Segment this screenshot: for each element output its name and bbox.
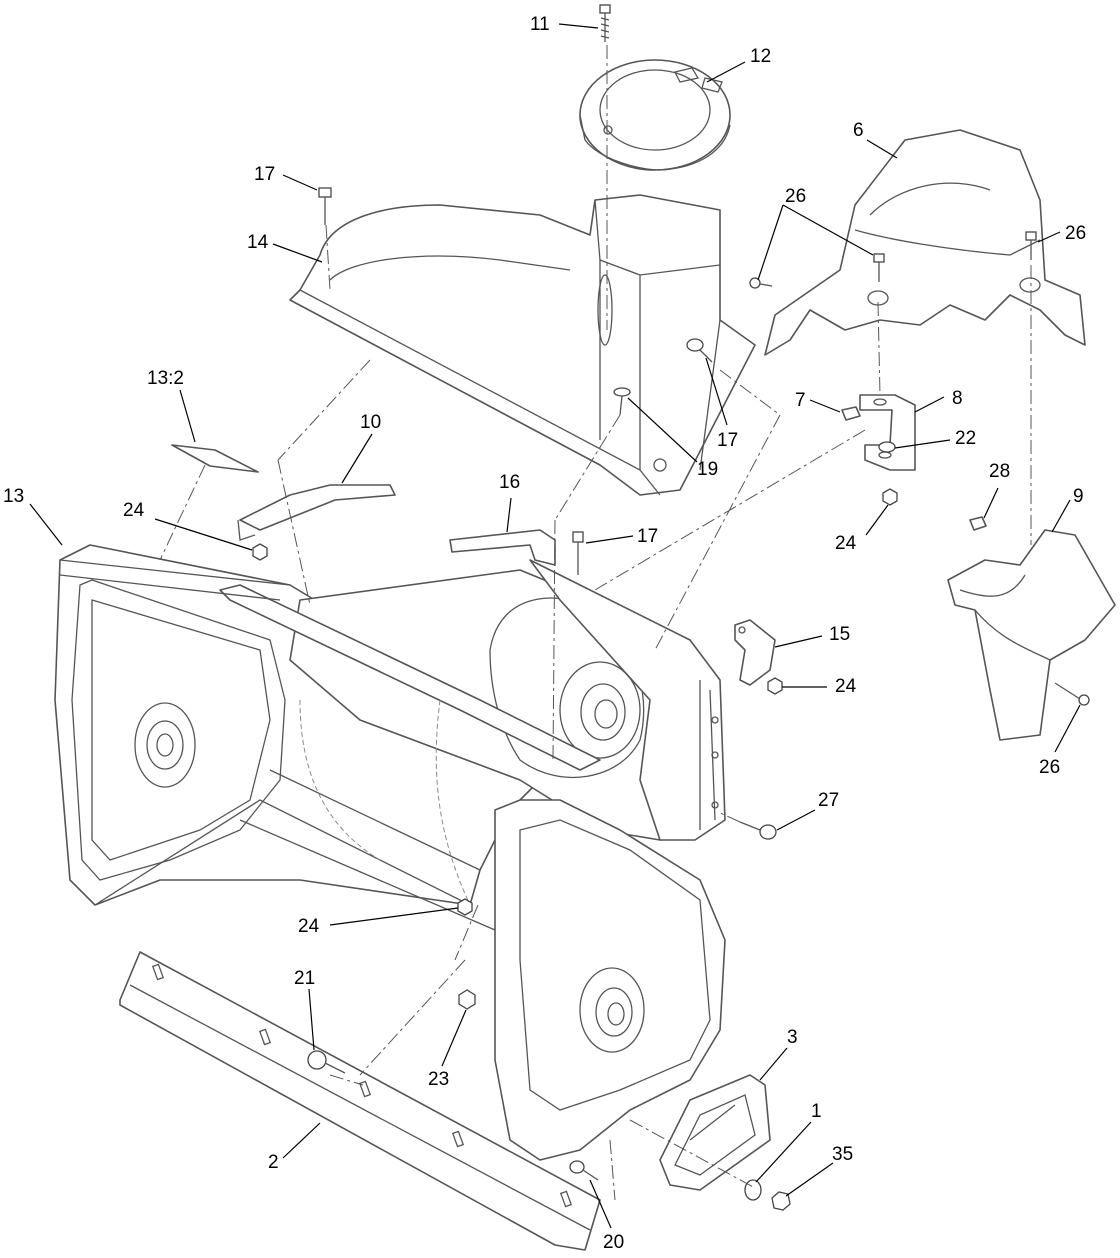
- callout-27: 27: [818, 790, 839, 811]
- clip-7: [841, 406, 861, 421]
- callout-20: 20: [603, 1232, 624, 1253]
- discharge-housing: [289, 194, 756, 496]
- callout-26-top: 26: [785, 186, 806, 207]
- callout-16: 16: [499, 472, 520, 493]
- chute-upper: [764, 129, 1086, 356]
- callout-13: 13: [3, 486, 24, 507]
- auger-housing: [54, 544, 726, 1161]
- callout-13-2: 13:2: [147, 368, 184, 389]
- scraper-bar: [119, 951, 601, 1251]
- callout-14: 14: [247, 232, 269, 253]
- bracket-15: [734, 619, 776, 686]
- decal-13-2: [171, 444, 259, 473]
- skid-shoe: [659, 1074, 771, 1191]
- callout-22: 22: [955, 428, 976, 449]
- leader-lines: [29, 23, 1081, 1229]
- callout-11: 11: [530, 14, 550, 35]
- callout-17-right: 17: [717, 430, 738, 451]
- callout-24-bracket: 24: [835, 533, 857, 554]
- callout-7: 7: [795, 390, 806, 411]
- assembly-lines: [159, 45, 1032, 1201]
- callout-1: 1: [811, 1101, 822, 1122]
- callout-2: 2: [268, 1152, 279, 1173]
- callout-17-top: 17: [254, 164, 275, 185]
- callout-3: 3: [787, 1027, 798, 1048]
- callout-23: 23: [428, 1069, 449, 1090]
- callout-15: 15: [829, 624, 850, 645]
- clip-28: [969, 516, 987, 531]
- callout-8: 8: [952, 388, 963, 409]
- callout-9: 9: [1073, 486, 1084, 507]
- chute-bracket: [859, 394, 916, 471]
- callout-12: 12: [750, 46, 771, 67]
- callout-24-left: 24: [123, 500, 145, 521]
- handle-16: [449, 529, 556, 566]
- hardware: [252, 4, 1090, 1211]
- callout-6: 6: [853, 120, 864, 141]
- callout-24-mid: 24: [835, 676, 857, 697]
- callout-19: 19: [697, 459, 718, 480]
- callout-21: 21: [294, 968, 315, 989]
- chute-lower: [947, 529, 1116, 741]
- chute-ring: [579, 59, 731, 171]
- callout-26-bottom: 26: [1039, 757, 1060, 778]
- callout-35: 35: [832, 1144, 853, 1165]
- callout-28: 28: [989, 461, 1010, 482]
- callout-17-center: 17: [637, 526, 658, 547]
- deflector-bracket: [237, 484, 396, 541]
- callout-26-right: 26: [1065, 223, 1086, 244]
- callout-24-lower: 24: [298, 916, 320, 937]
- callout-10: 10: [360, 412, 381, 433]
- callout-labels: 11 12 6 17 26 26 14 13:2 10 7 8 17 22 19…: [3, 14, 1086, 1253]
